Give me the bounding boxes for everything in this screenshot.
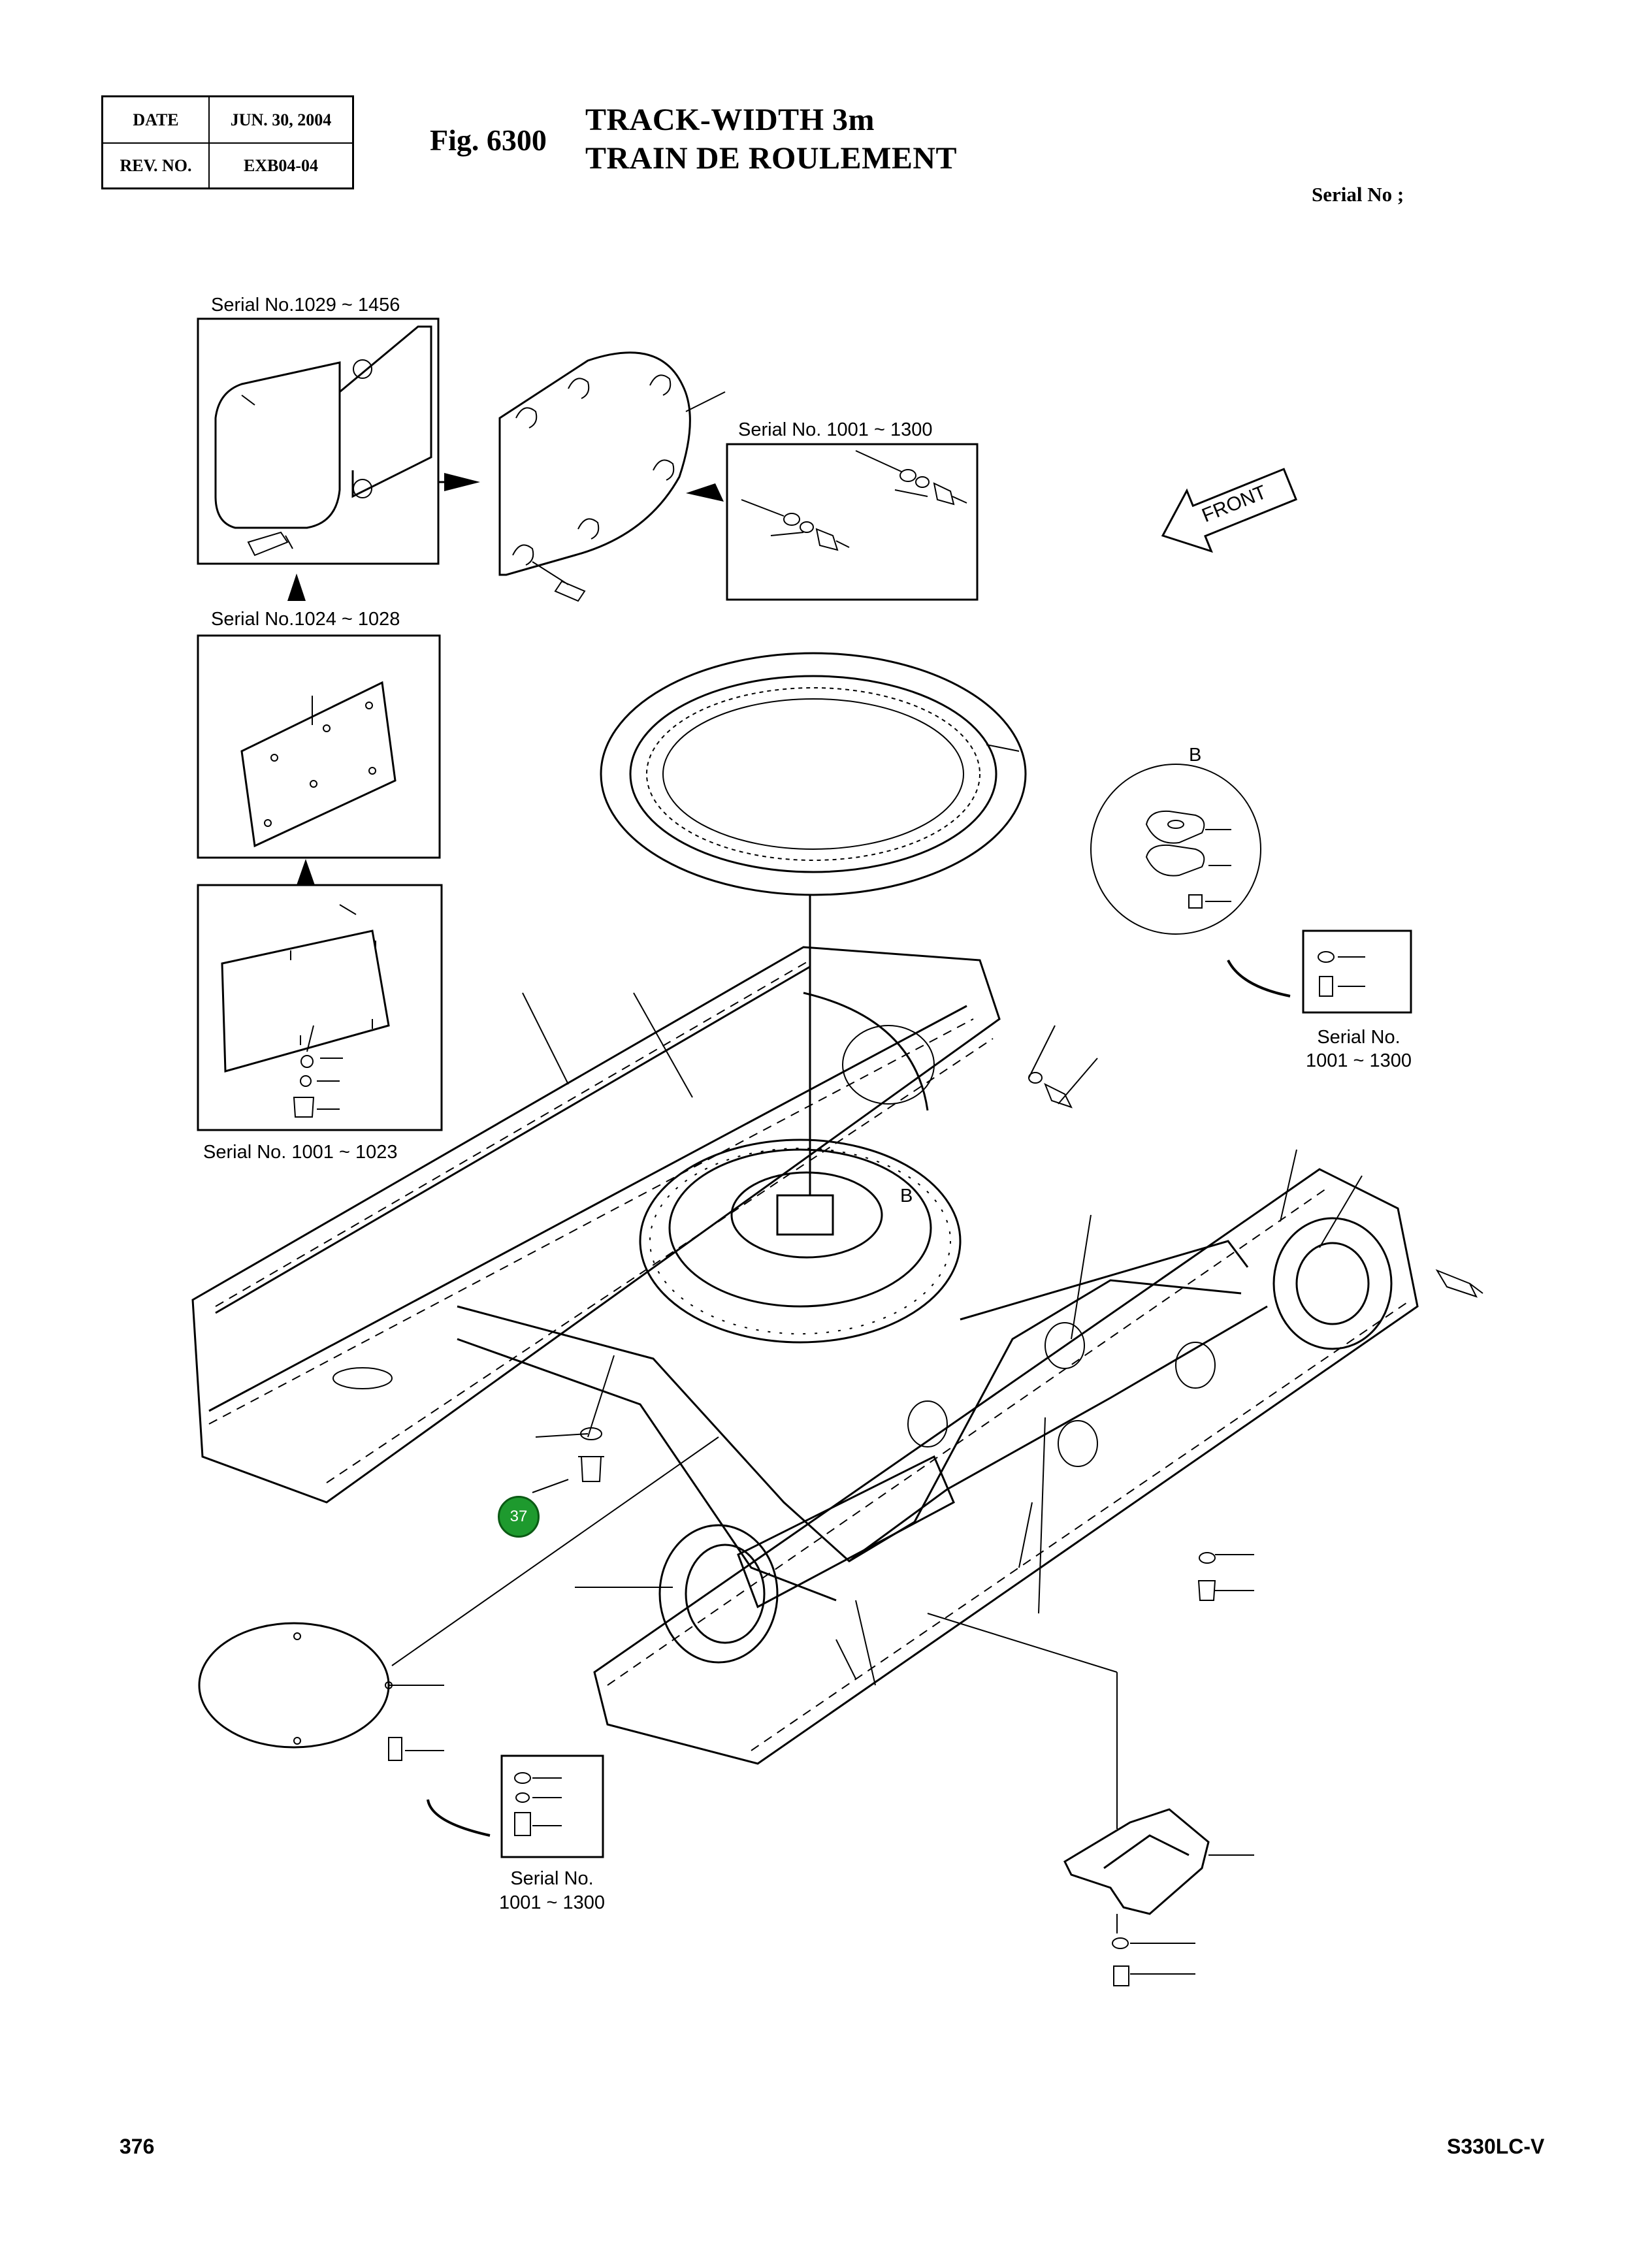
inset3-serial-label: Serial No.1024 ~ 1028: [211, 609, 400, 630]
arrow-up-1: [287, 574, 306, 601]
front-arrow: [1161, 468, 1298, 553]
arrow-left-2: [686, 483, 724, 502]
cover-plate-large: [498, 351, 726, 602]
model-number: S330LC-V: [1447, 2135, 1545, 2158]
bottom-round-cover: [198, 1622, 444, 1761]
inset-cover-plate-1029: [197, 317, 440, 565]
date-label: DATE: [103, 97, 210, 142]
detail-b-label: B: [1189, 745, 1202, 766]
curved-arrow-bottom: [427, 1799, 491, 1837]
inset-bottom-fasteners: [500, 1754, 604, 1858]
fasteners-37: [578, 1072, 1483, 1601]
bottom-serial-line1: Serial No.: [510, 1868, 594, 1889]
date-value: JUN. 30, 2004: [230, 110, 332, 129]
swing-bearing-ring: [600, 652, 1027, 1195]
inset-plate-1001: [197, 884, 443, 1131]
page-number: 376: [120, 2135, 155, 2158]
inset1-serial-label: Serial No.1029 ~ 1456: [211, 295, 400, 315]
detail-b: [1090, 764, 1261, 935]
leader-lines: [391, 992, 1363, 1829]
detail-b-marker: B: [900, 1186, 913, 1206]
rev-label: REV. NO.: [103, 143, 210, 188]
right-track-assembly: [593, 1168, 1419, 1765]
center-frame: [457, 1139, 1268, 1602]
date-row: DATE JUN. 30, 2004: [103, 97, 352, 144]
inset-b-fasteners: [1302, 930, 1412, 1014]
detail-b-serial-line1: Serial No.: [1317, 1027, 1401, 1048]
inset4-serial-label: Serial No. 1001 ~ 1023: [203, 1142, 398, 1163]
figure-number: Fig. 6300: [430, 123, 547, 157]
callout-37[interactable]: 37: [498, 1496, 540, 1538]
inset-bolts-1001: [726, 443, 979, 601]
inset-plate-1024: [197, 634, 441, 859]
curved-arrow-b: [1227, 960, 1291, 997]
arrow-up-2: [297, 859, 315, 885]
figure-title-line2: TRAIN DE ROULEMENT: [585, 141, 958, 176]
detail-b-serial-line2: 1001 ~ 1300: [1305, 1050, 1412, 1071]
figure-title-line1: TRACK-WIDTH 3m: [585, 103, 875, 137]
arrow-right-1: [444, 473, 480, 491]
inset2-serial-label: Serial No. 1001 ~ 1300: [738, 419, 933, 440]
guard-bracket: [1063, 1808, 1254, 1986]
rev-value: EXB04-04: [243, 155, 319, 175]
revision-table: DATE JUN. 30, 2004 REV. NO. EXB04-04: [101, 95, 354, 189]
bottom-serial-line2: 1001 ~ 1300: [498, 1892, 606, 1913]
rev-row: REV. NO. EXB04-04: [103, 143, 352, 188]
serial-number-header: Serial No ;: [1312, 183, 1404, 206]
left-track-assembly: [191, 946, 1001, 1504]
